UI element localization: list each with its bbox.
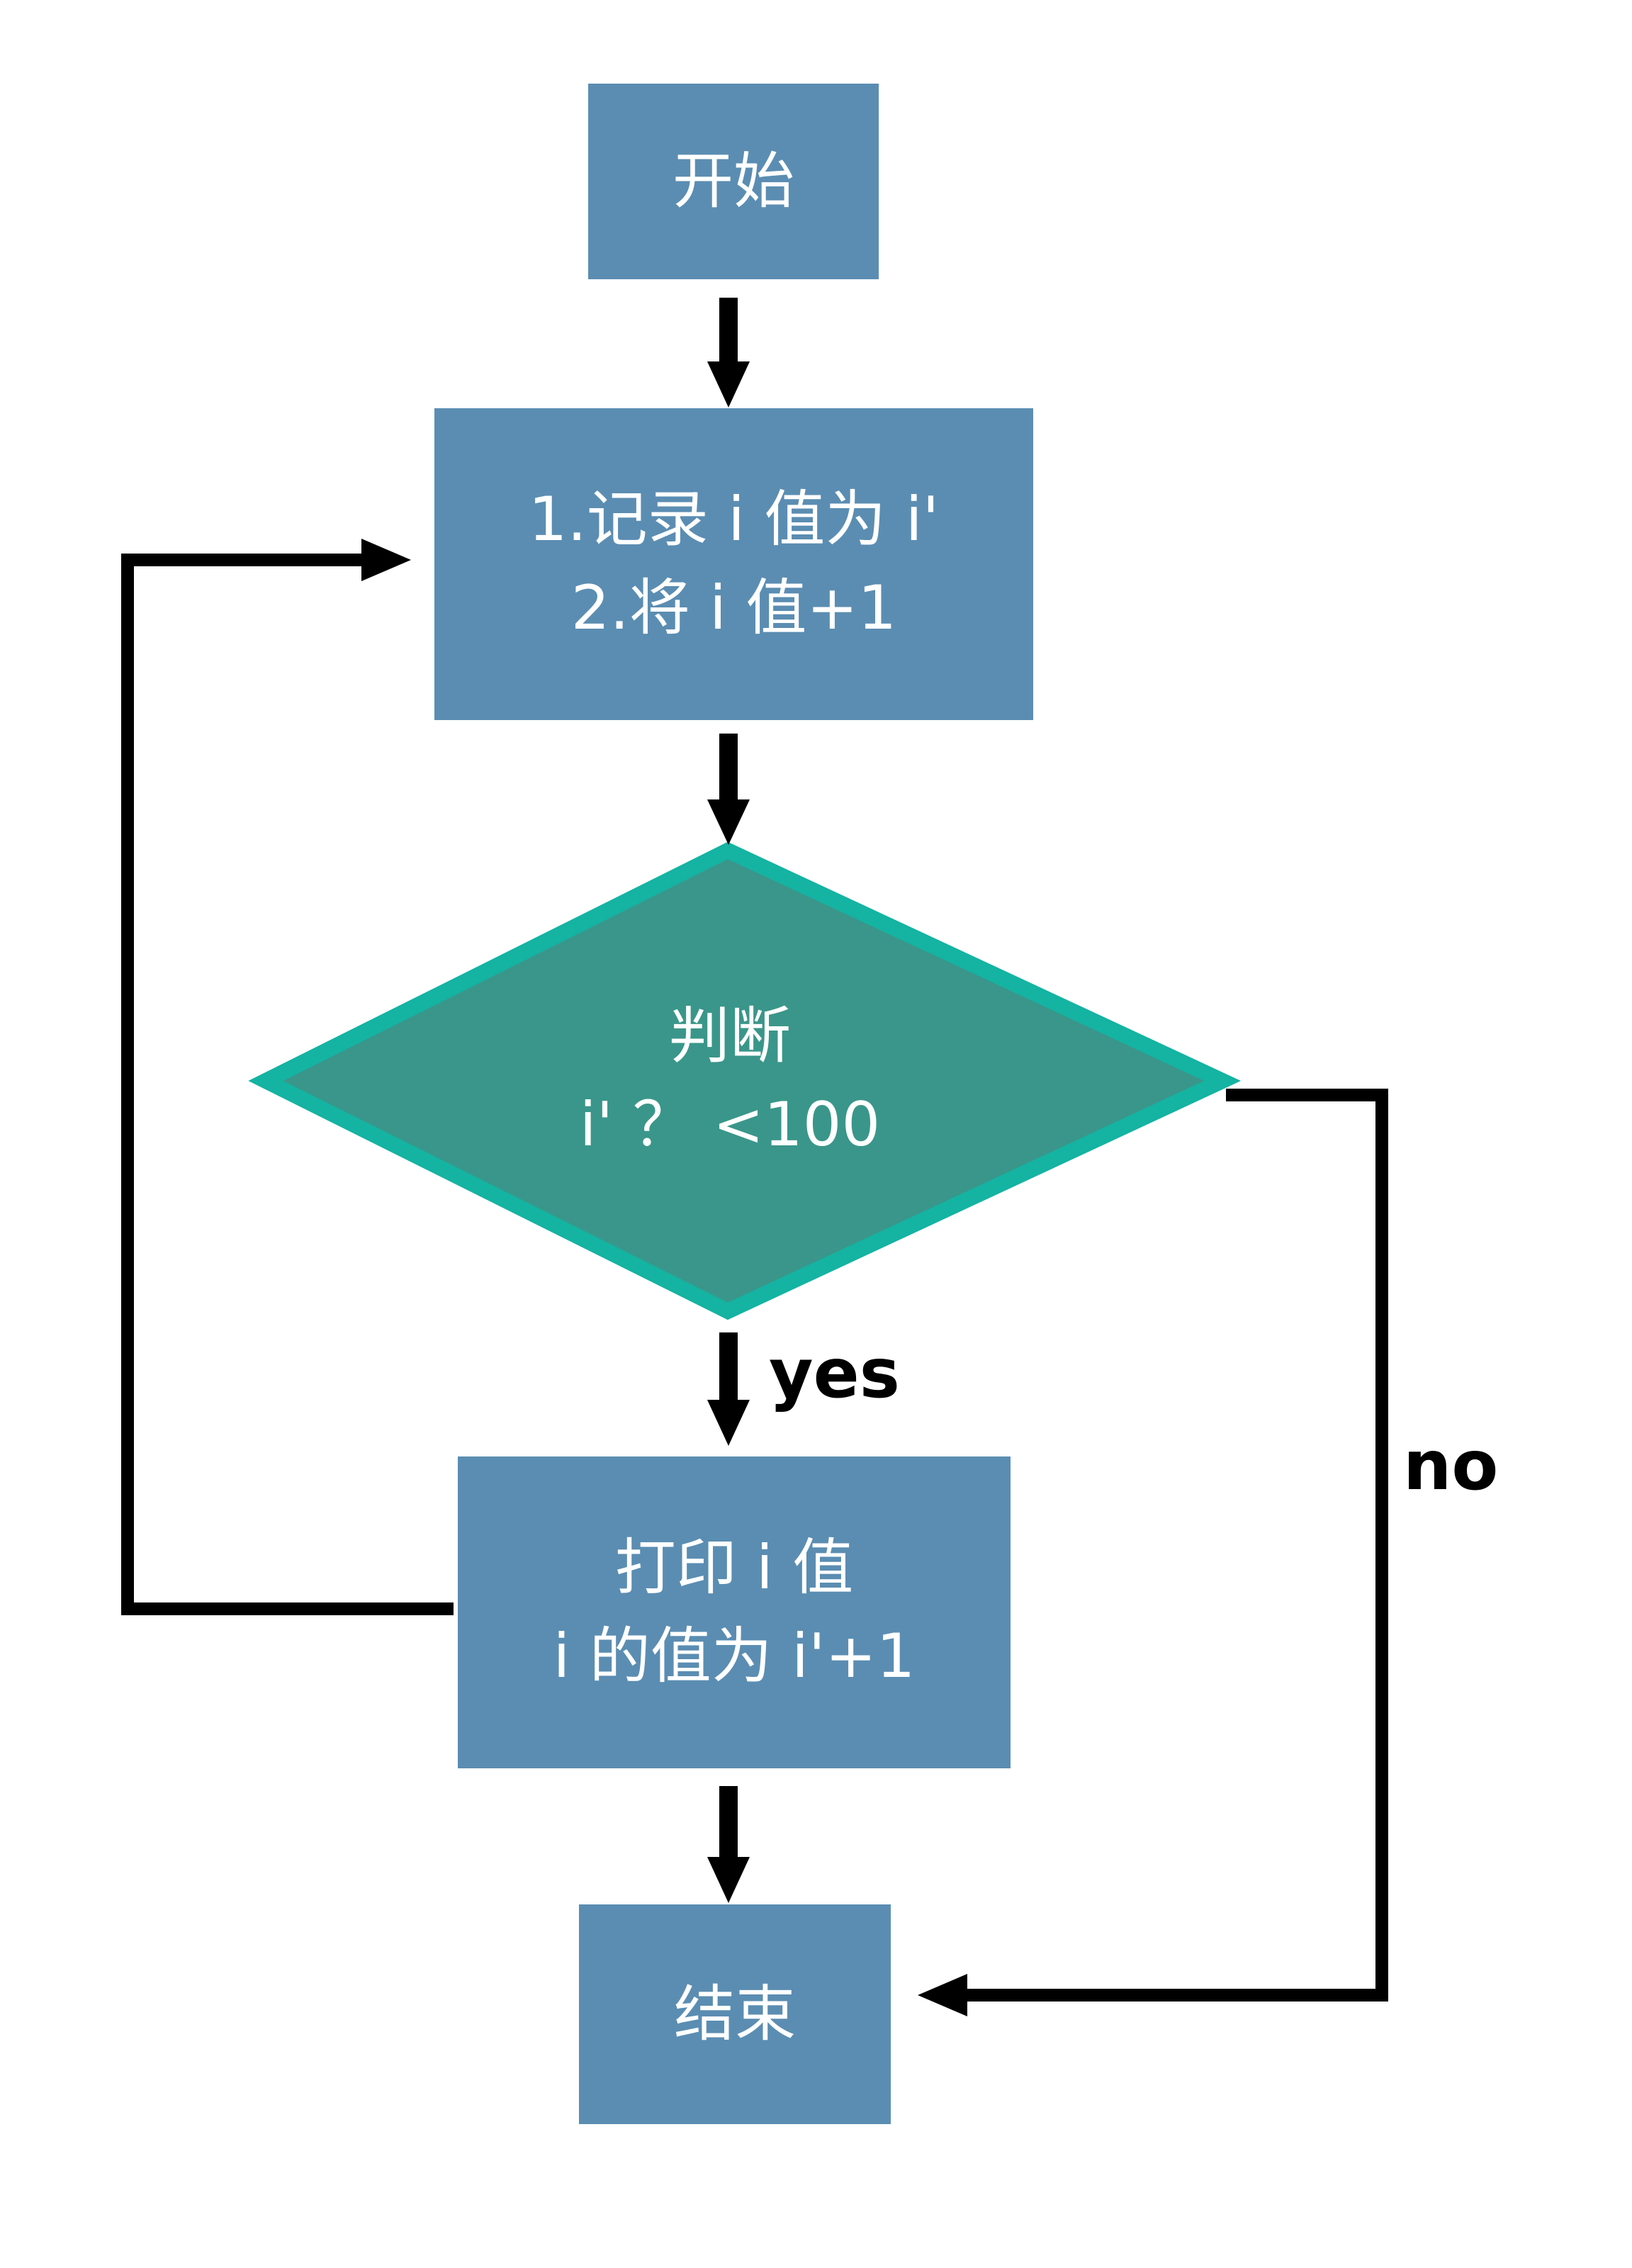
arrow-process2-to-end: [707, 1786, 750, 1903]
process2-line1: 打印 i 值: [614, 1532, 854, 1604]
decision-node: 判断 i' ？ <100: [496, 928, 964, 1233]
process1-line1: 1.记录 i 值为 i': [528, 484, 940, 556]
process2-line2: i 的值为 i'+1: [553, 1621, 916, 1692]
decision-line1: 判断: [669, 1001, 791, 1072]
process2-node: 打印 i 值 i 的值为 i'+1: [458, 1456, 1011, 1768]
process1-box: [434, 408, 1033, 720]
loop-back-arrowhead: [361, 539, 411, 581]
process1-node: 1.记录 i 值为 i' 2.将 i 值+1: [434, 408, 1033, 720]
loop-back-connector: [121, 554, 454, 1615]
arrow-process1-to-decision: [707, 734, 750, 845]
arrow-decision-yes: [707, 1332, 750, 1446]
end-label: 结束: [674, 1978, 796, 2050]
start-label: 开始: [673, 145, 794, 217]
no-label: no: [1403, 1426, 1499, 1505]
end-box: [579, 1904, 891, 2124]
decision-line2: i' ？ <100: [579, 1089, 881, 1160]
decision-diamond: [248, 841, 1242, 1320]
start-box: [588, 84, 879, 279]
start-node: 开始: [588, 84, 879, 279]
yes-label: yes: [769, 1334, 900, 1413]
arrow-start-to-process1: [707, 298, 750, 408]
no-branch-arrowhead: [918, 1974, 967, 2016]
process2-box: [458, 1456, 1011, 1768]
process1-line2: 2.将 i 值+1: [570, 573, 897, 644]
end-node: 结束: [579, 1904, 891, 2124]
no-branch-connector: [964, 1089, 1388, 2002]
